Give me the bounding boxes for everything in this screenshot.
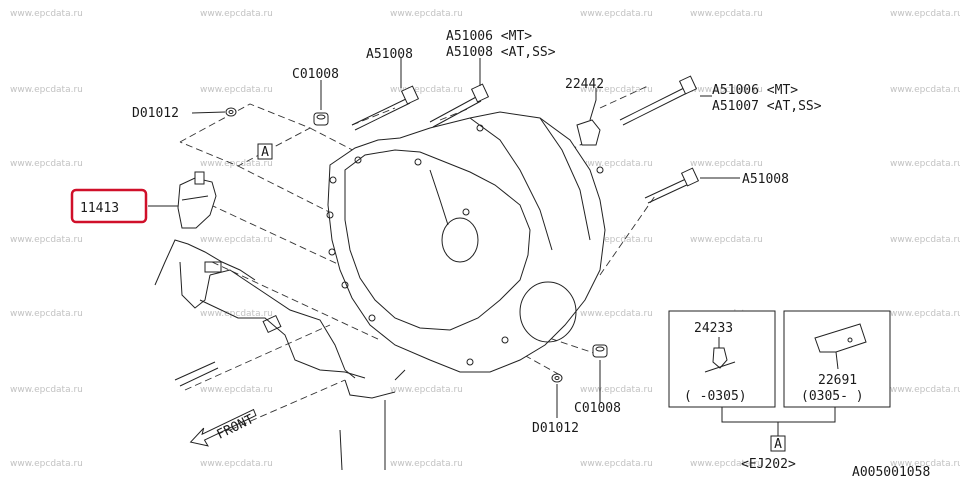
- part-11413-shape: [177, 171, 217, 229]
- watermark-text: www.epcdata.ru: [580, 309, 653, 319]
- watermark-text: www.epcdata.ru: [200, 159, 273, 169]
- figure-code: A005001058: [852, 465, 930, 480]
- watermark-text: www.epcdata.ru: [200, 235, 273, 245]
- watermark-text: www.epcdata.ru: [890, 309, 960, 319]
- watermark-text: www.epcdata.ru: [890, 9, 960, 19]
- watermark-text: www.epcdata.ru: [580, 385, 653, 395]
- ref-box-top: A: [257, 143, 273, 160]
- callout-a51008-top: A51008: [366, 47, 413, 62]
- watermark-text: www.epcdata.ru: [690, 459, 763, 469]
- leader-lines: [148, 58, 740, 418]
- engine-code: <EJ202>: [741, 457, 796, 472]
- nuts-washers: [225, 107, 608, 383]
- watermark-text: www.epcdata.ru: [580, 9, 653, 19]
- watermark-text: www.epcdata.ru: [890, 385, 960, 395]
- watermark-text: www.epcdata.ru: [10, 85, 83, 95]
- watermark-text: www.epcdata.ru: [690, 235, 763, 245]
- watermark-text: www.epcdata.ru: [10, 385, 83, 395]
- watermark-text: www.epcdata.ru: [690, 9, 763, 19]
- callout-22442: 22442: [565, 77, 604, 92]
- watermark-layer: www.epcdata.ru www.epcdata.ru www.epcdata.…: [10, 9, 960, 469]
- watermark-text: www.epcdata.ru: [200, 85, 273, 95]
- watermark-text: www.epcdata.ru: [200, 385, 273, 395]
- variant-right-part: 22691: [818, 373, 857, 388]
- callout-a51006-mt-top: A51006 <MT>: [446, 29, 532, 44]
- callout-a51008-right: A51008: [742, 172, 789, 187]
- watermark-text: www.epcdata.ru: [580, 459, 653, 469]
- callout-c01008-bottom: C01008: [574, 401, 621, 416]
- watermark-text: www.epcdata.ru: [890, 85, 960, 95]
- variant-left-range: ( -0305): [684, 389, 747, 404]
- watermark-text: www.epcdata.ru: [200, 459, 273, 469]
- variant-left-frame: [668, 310, 776, 408]
- callout-d01012-bottom: D01012: [532, 421, 579, 436]
- variant-right-range: (0305- ): [801, 389, 864, 404]
- callout-c01008-top: C01008: [292, 67, 339, 82]
- watermark-text: www.epcdata.ru: [390, 385, 463, 395]
- watermark-text: www.epcdata.ru: [200, 9, 273, 19]
- watermark-text: www.epcdata.ru: [10, 459, 83, 469]
- watermark-text: www.epcdata.ru: [390, 459, 463, 469]
- watermark-text: www.epcdata.ru: [580, 235, 653, 245]
- watermark-text: www.epcdata.ru: [390, 85, 463, 95]
- callout-d01012-top: D01012: [132, 106, 179, 121]
- ref-a-bottom-label: A: [774, 437, 782, 452]
- ref-a-top-label: A: [261, 145, 269, 160]
- transmission-case: [326, 111, 606, 373]
- watermark-text: www.epcdata.ru: [200, 309, 273, 319]
- highlight-box: [70, 188, 148, 224]
- watermark-text: www.epcdata.ru: [390, 9, 463, 19]
- callout-a51006-mt-right: A51006 <MT>: [712, 83, 798, 98]
- front-label: FRONT: [215, 412, 257, 443]
- variant-left-part: 24233: [694, 321, 733, 336]
- watermark-text: www.epcdata.ru: [690, 85, 763, 95]
- front-arrow: [189, 408, 257, 447]
- watermark-text: www.epcdata.ru: [580, 85, 653, 95]
- callout-a51007-at-right: A51007 <AT,SS>: [712, 99, 822, 114]
- variant-inset: A: [668, 310, 891, 452]
- watermark-text: www.epcdata.ru: [10, 9, 83, 19]
- callout-11413: 11413: [80, 201, 119, 216]
- left-bracket-assembly: [154, 239, 406, 471]
- watermark-text: www.epcdata.ru: [890, 459, 960, 469]
- watermark-text: www.epcdata.ru: [10, 309, 83, 319]
- watermark-text: www.epcdata.ru: [690, 159, 763, 169]
- watermark-text: www.epcdata.ru: [890, 159, 960, 169]
- watermark-text: www.epcdata.ru: [890, 235, 960, 245]
- callout-a51008-at-top: A51008 <AT,SS>: [446, 45, 556, 60]
- watermark-text: www.epcdata.ru: [10, 235, 83, 245]
- bolts: [351, 75, 700, 204]
- watermark-text: www.epcdata.ru: [10, 159, 83, 169]
- watermark-text: www.epcdata.ru: [580, 159, 653, 169]
